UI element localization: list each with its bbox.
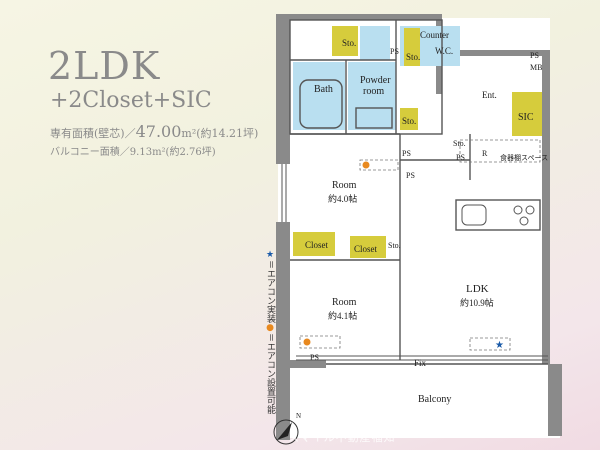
layout-subtitle: +2Closet+SIC xyxy=(50,88,212,113)
floor-area-unit: m²(約14.21坪) xyxy=(181,127,259,140)
storage-fills xyxy=(293,26,542,258)
ac-installed-marker: ★ xyxy=(495,340,504,351)
ac-zones xyxy=(299,139,541,351)
label-powder-2: room xyxy=(363,86,384,97)
ac-possible-marker-room1 xyxy=(362,161,370,169)
label-sto-2: Sto. xyxy=(406,52,420,62)
label-closet-1: Closet xyxy=(305,240,329,250)
watermark: スマイル不動産福知 xyxy=(288,431,396,444)
ac-possible-marker-room2 xyxy=(303,338,311,346)
label-counter: Counter xyxy=(420,30,449,40)
label-room1-name: Room xyxy=(332,180,357,191)
balcony-area: バルコニー面積／9.13m²(約2.76坪) xyxy=(50,147,216,158)
label-sto-5: Sto. xyxy=(388,241,401,250)
floor-area: 専有面積(壁芯)／47.00m²(約14.21坪) xyxy=(50,122,258,141)
label-psmb-ps: PS xyxy=(530,51,539,60)
label-bath: Bath xyxy=(314,84,333,95)
stove-icon xyxy=(513,205,535,226)
label-ps-2: PS xyxy=(402,149,411,158)
label-powder-1: Powder xyxy=(360,75,391,86)
label-north: N xyxy=(296,412,301,420)
label-r-mark: R xyxy=(482,149,488,158)
floor-area-value: 47.00 xyxy=(135,122,182,141)
label-ps-4: PS xyxy=(310,353,319,362)
label-fix: Fix xyxy=(414,358,427,368)
label-ldk-size: 約10.9帖 xyxy=(460,297,494,308)
label-pantry: 食器棚スペース xyxy=(500,153,548,162)
label-psmb-mb: MB xyxy=(530,63,542,72)
legend-ac-installed: ＝エアコン実装 xyxy=(265,260,275,324)
label-sto-1: Sto. xyxy=(342,38,356,48)
label-balcony: Balcony xyxy=(418,394,451,405)
label-room2-size: 約4.1帖 xyxy=(328,310,357,321)
label-wc: W.C. xyxy=(435,46,453,56)
label-closet-2: Closet xyxy=(354,244,378,254)
legend-dot-icon: ● xyxy=(265,323,275,334)
label-room1-size: 約4.0帖 xyxy=(328,193,357,204)
label-ent: Ent. xyxy=(482,90,497,100)
label-ldk-name: LDK xyxy=(466,283,489,295)
legend-ac-possible: ＝エアコン設置可能 xyxy=(265,333,275,415)
legend: ★＝エアコン実装●＝エアコン設置可能 xyxy=(262,250,276,414)
balcony-floor xyxy=(278,364,560,438)
label-room2-name: Room xyxy=(332,297,357,308)
north-compass-icon xyxy=(273,419,299,445)
floor-area-label: 専有面積(壁芯)／ xyxy=(50,127,136,140)
bath-fill xyxy=(293,62,345,130)
label-sto-3: Sto. xyxy=(402,116,416,126)
layout-title: 2LDK xyxy=(48,44,161,88)
label-sic: SIC xyxy=(518,112,534,123)
legend-star-icon: ★ xyxy=(265,250,275,260)
label-ps-3: PS xyxy=(456,153,465,162)
label-ps-5: PS xyxy=(406,171,415,180)
washer-fill xyxy=(360,26,390,60)
windows xyxy=(281,164,548,361)
interior-walls xyxy=(289,19,548,365)
label-sto-4: Sto. xyxy=(453,139,466,148)
sink-icon xyxy=(461,204,487,226)
outer-walls xyxy=(276,14,562,440)
label-ps-1: PS xyxy=(390,47,399,56)
